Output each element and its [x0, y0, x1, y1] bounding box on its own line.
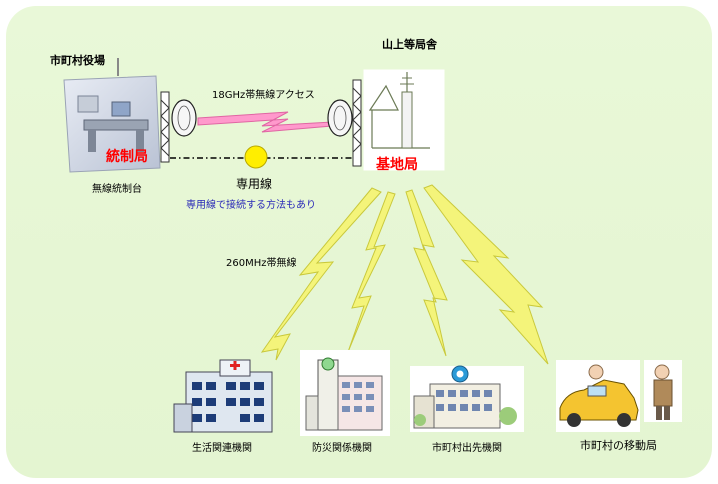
mobile-station-person-icon: [644, 360, 682, 422]
leased-line-label: 専用線: [236, 177, 273, 191]
radio-link-to-disaster-agency: [347, 191, 396, 353]
terminal-label-branch-office: 市町村出先機関: [432, 443, 502, 454]
leased-line: [170, 145, 356, 169]
microwave-link-18ghz: [197, 111, 333, 133]
microwave-link-label: 18GHz帯無線アクセス: [212, 90, 315, 101]
base-station-label: 基地局: [376, 157, 418, 173]
branch-office-building-icon: [410, 365, 524, 432]
radio-link-to-branch-office: [405, 189, 448, 357]
radio-link-to-mobile-station: [423, 184, 549, 365]
terminal-label-living-agency: 生活関連機関: [192, 443, 252, 454]
terminal-label-mobile-station: 市町村の移動局: [580, 439, 657, 452]
base-station-building-icon: [363, 69, 445, 171]
city-office-antenna-icon: [160, 91, 197, 163]
control-station-label: 統制局: [106, 149, 148, 165]
mountain-station-title: 山上等局舎: [382, 38, 437, 51]
radio-link-label: 260MHz帯無線: [226, 258, 297, 269]
city-office-title: 市町村役場: [50, 54, 105, 67]
hospital-icon: [173, 359, 273, 433]
mobile-station-car-icon: [556, 360, 640, 432]
disaster-agency-building-icon: [300, 350, 390, 436]
console-label: 無線統制台: [92, 184, 142, 195]
radio-link-to-living-agency: [260, 187, 382, 361]
mountain-station-antenna-icon: [327, 79, 362, 167]
control-room-icon: [63, 58, 161, 173]
terminal-label-disaster-agency: 防災関係機関: [312, 443, 372, 454]
leased-line-note: 専用線で接続する方法もあり: [186, 200, 316, 211]
leased-line-node-icon: [244, 145, 268, 169]
